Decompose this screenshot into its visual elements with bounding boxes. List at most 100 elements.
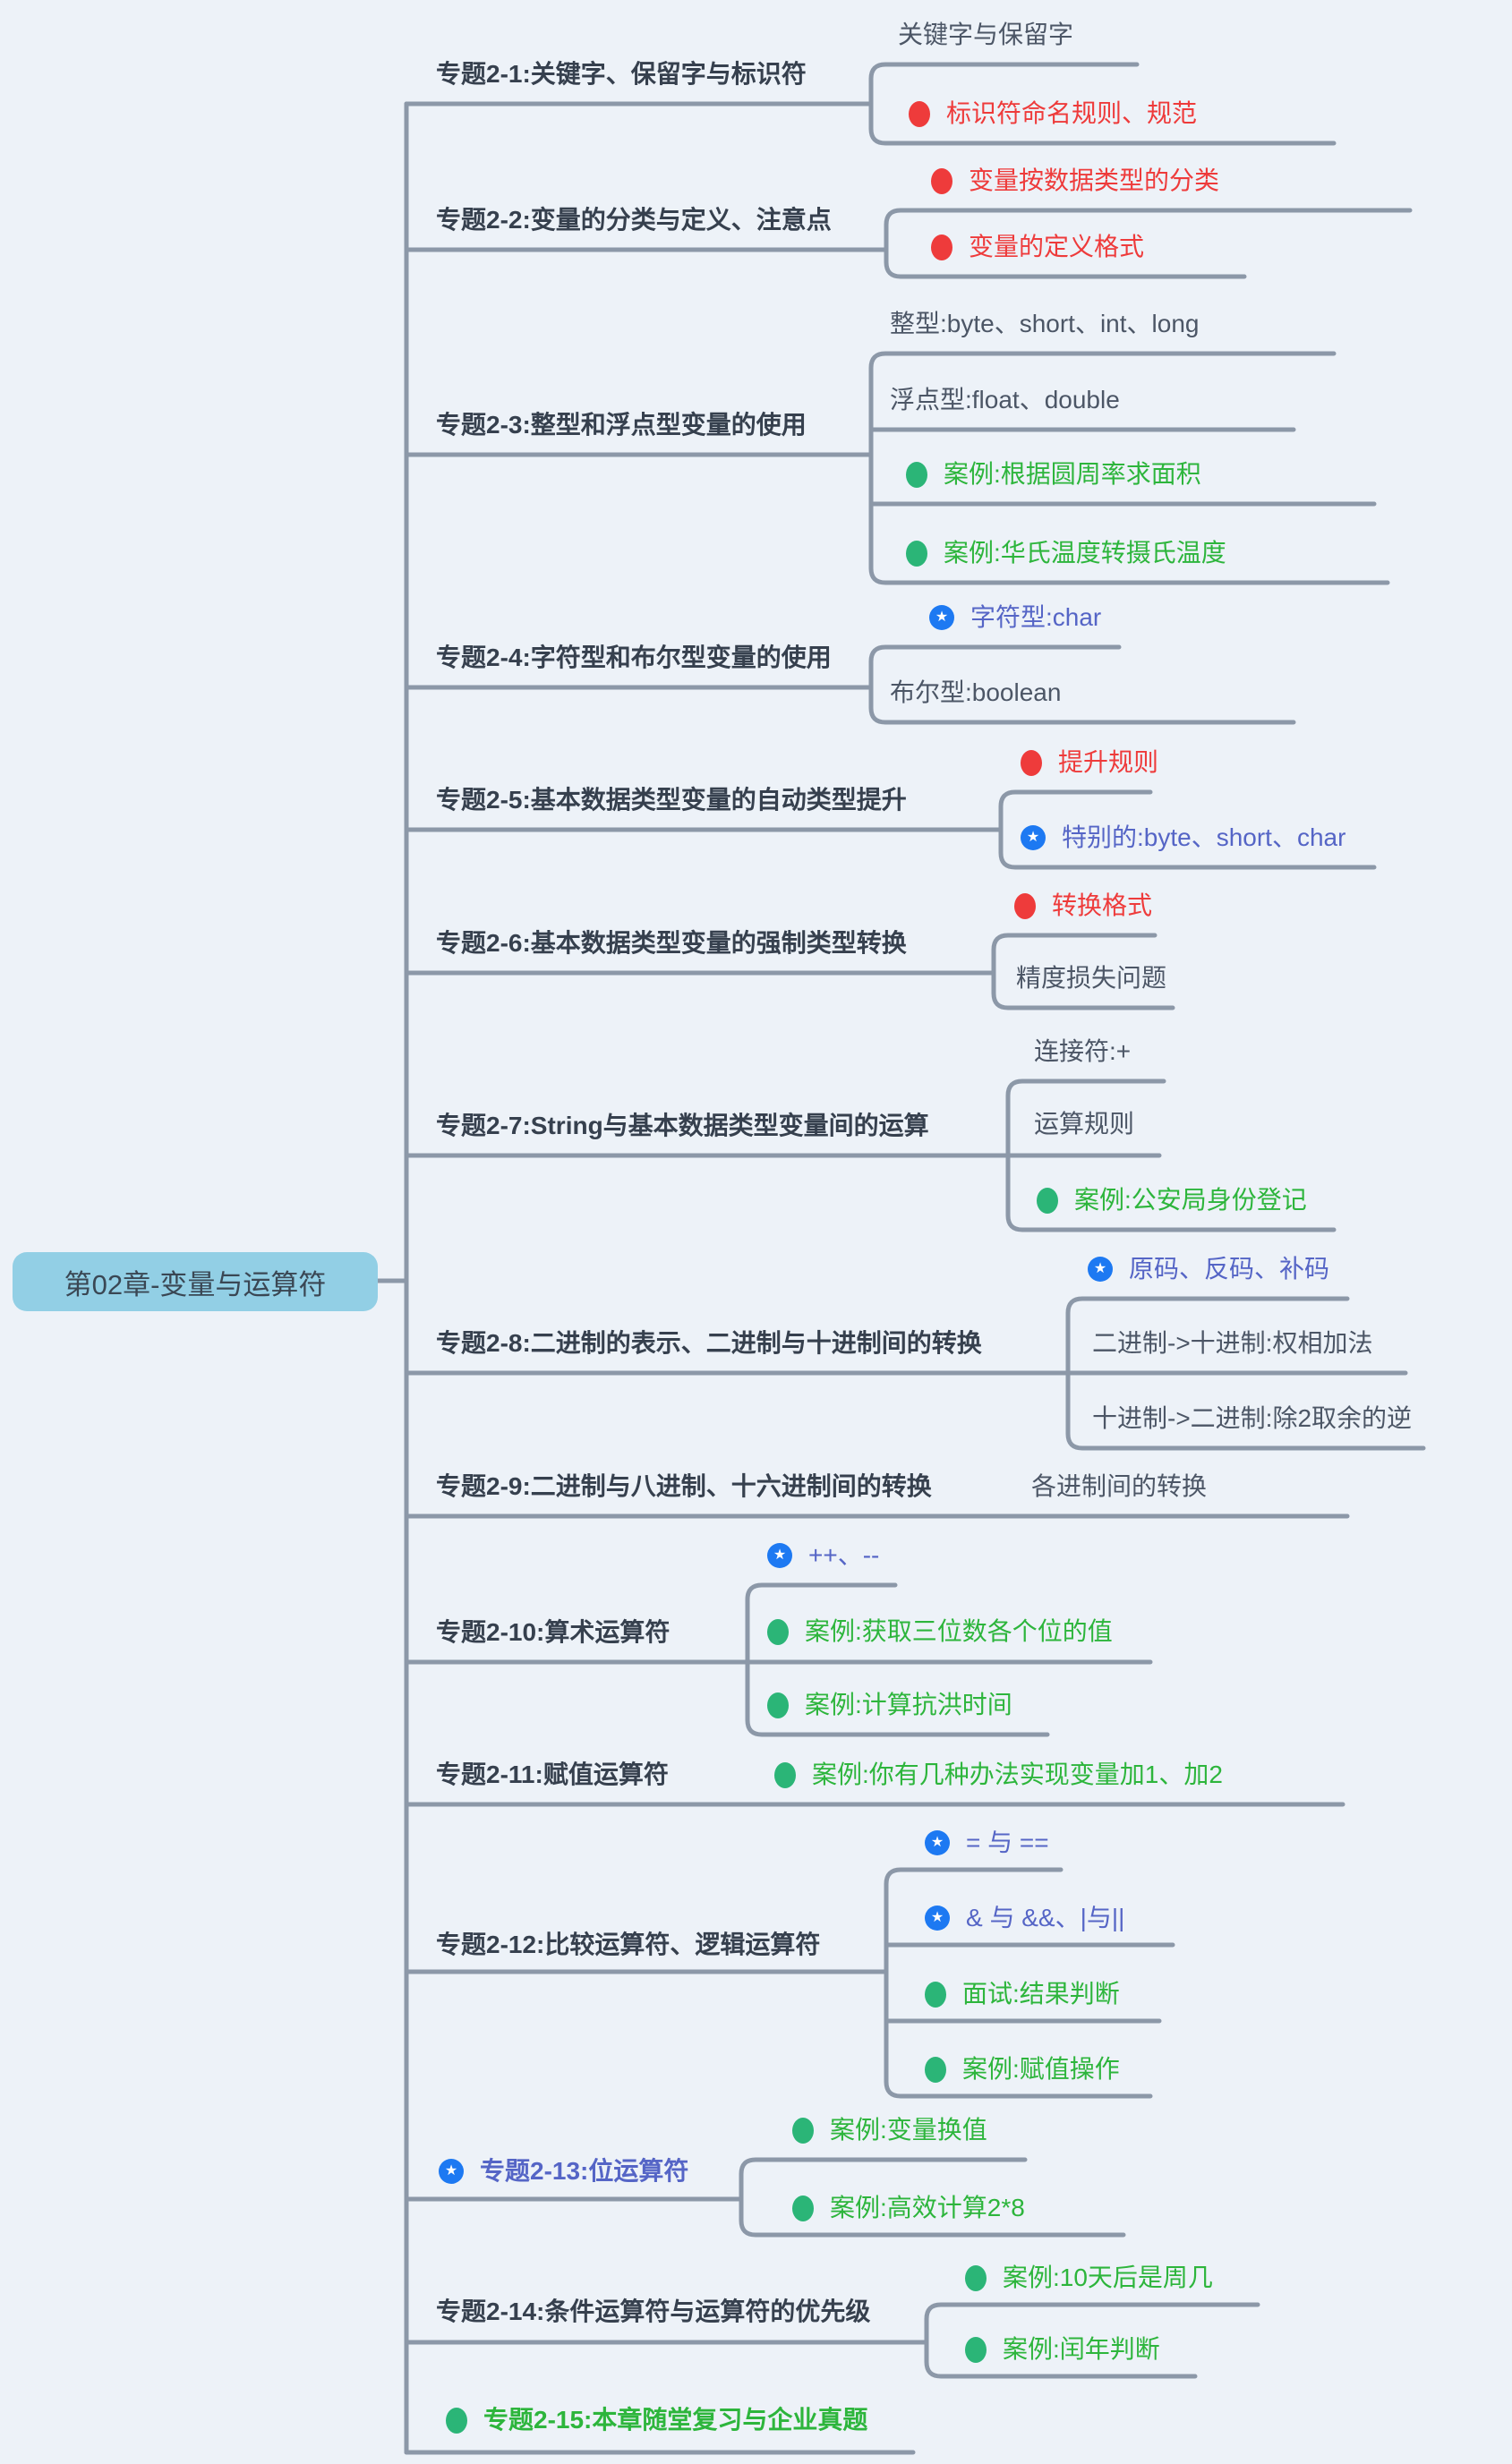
star-icon [1088,1257,1113,1282]
branch-node-2-12[interactable]: 专题2-12:比较运算符、逻辑运算符 [436,1925,820,1965]
branch-label: 专题2-14:条件运算符与运算符的优先级 [436,2298,871,2325]
child-label: 精度损失问题 [1016,964,1167,992]
green-dot-icon [965,2264,987,2291]
branch-node-2-14[interactable]: 专题2-14:条件运算符与运算符的优先级 [436,2292,870,2332]
child-node[interactable]: 整型:byte、short、int、long [890,304,1199,344]
child-label: 案例:根据圆周率求面积 [944,460,1201,488]
star-icon [925,1906,950,1931]
child-node[interactable]: 精度损失问题 [1016,959,1166,998]
green-dot-icon [906,540,927,567]
child-node[interactable]: 标识符命名规则、规范 [909,94,1197,133]
star-icon [925,1830,950,1855]
child-label: 转换格式 [1052,891,1153,919]
child-node[interactable]: = 与 == [925,1823,1049,1863]
child-node[interactable]: 浮点型:float、double [890,380,1120,420]
branch-node-2-5[interactable]: 专题2-5:基本数据类型变量的自动类型提升 [436,780,907,820]
red-dot-icon [1014,892,1036,919]
child-node[interactable]: 布尔型:boolean [890,673,1061,712]
child-label: 案例:高效计算2*8 [830,2194,1025,2221]
branch-label: 专题2-3:整型和浮点型变量的使用 [436,411,807,439]
green-dot-icon [792,2195,814,2221]
child-label: 整型:byte、short、int、long [890,310,1200,337]
child-label: 提升规则 [1058,748,1159,776]
red-dot-icon [931,234,952,260]
child-node[interactable]: 案例:赋值操作 [925,2050,1120,2089]
branch-node-2-4[interactable]: 专题2-4:字符型和布尔型变量的使用 [436,638,832,678]
child-node[interactable]: 变量按数据类型的分类 [931,161,1219,200]
branch-label: 专题2-5:基本数据类型变量的自动类型提升 [436,786,907,814]
child-node[interactable]: 连接符:+ [1034,1032,1131,1071]
child-label: 特别的:byte、short、char [1062,823,1346,851]
branch-node-2-3[interactable]: 专题2-3:整型和浮点型变量的使用 [436,405,807,445]
child-node[interactable]: 案例:公安局身份登记 [1037,1181,1307,1220]
star-icon [439,2159,464,2184]
branch-node-2-15[interactable]: 专题2-15:本章随堂复习与企业真题 [446,2400,867,2440]
child-node[interactable]: 字符型:char [929,598,1101,637]
child-label: 案例:获取三位数各个位的值 [805,1617,1113,1645]
child-label: 案例:公安局身份登记 [1074,1186,1307,1214]
child-label: 变量按数据类型的分类 [969,166,1220,194]
child-label: 各进制间的转换 [1031,1472,1208,1500]
branch-node-2-2[interactable]: 专题2-2:变量的分类与定义、注意点 [436,200,832,240]
child-label: & 与 &&、|与|| [966,1904,1125,1931]
child-node[interactable]: ++、-- [767,1536,879,1575]
branch-node-2-13[interactable]: 专题2-13:位运算符 [439,2152,688,2191]
child-node[interactable]: 变量的定义格式 [931,227,1144,267]
child-node[interactable]: 案例:华氏温度转摄氏温度 [906,533,1226,573]
child-node[interactable]: & 与 &&、|与|| [925,1898,1124,1938]
child-label: 案例:10天后是周几 [1003,2264,1213,2291]
green-dot-icon [925,1981,946,2008]
child-node[interactable]: 案例:闰年判断 [965,2330,1160,2369]
child-node[interactable]: 二进制->十进制:权相加法 [1092,1324,1372,1363]
child-node[interactable]: 案例:根据圆周率求面积 [906,455,1201,494]
child-node[interactable]: 关键字与保留字 [898,15,1073,55]
red-dot-icon [909,100,930,127]
child-label: 浮点型:float、double [890,386,1120,414]
branch-node-2-7[interactable]: 专题2-7:String与基本数据类型变量间的运算 [436,1106,929,1146]
child-label: 案例:你有几种办法实现变量加1、加2 [812,1761,1223,1788]
green-dot-icon [965,2336,987,2363]
root-label: 第02章-变量与运算符 [64,1268,327,1300]
child-label: 十进制->二进制:除2取余的逆 [1092,1404,1413,1432]
child-label: 案例:华氏温度转摄氏温度 [944,539,1226,567]
red-dot-icon [931,167,952,194]
child-node[interactable]: 案例:你有几种办法实现变量加1、加2 [774,1755,1223,1795]
child-label: 关键字与保留字 [898,21,1074,48]
green-dot-icon [774,1761,796,1788]
green-dot-icon [767,1692,789,1718]
child-node[interactable]: 提升规则 [1021,743,1158,782]
child-node[interactable]: 运算规则 [1034,1104,1134,1144]
child-node[interactable]: 转换格式 [1014,886,1152,925]
child-node[interactable]: 案例:获取三位数各个位的值 [767,1612,1113,1651]
child-label: 原码、反码、补码 [1129,1255,1330,1283]
child-label: 字符型:char [970,603,1102,631]
branch-node-2-9[interactable]: 专题2-9:二进制与八进制、十六进制间的转换 [436,1467,932,1506]
branch-label: 专题2-9:二进制与八进制、十六进制间的转换 [436,1472,932,1500]
child-node[interactable]: 案例:计算抗洪时间 [767,1685,1012,1725]
branch-node-2-8[interactable]: 专题2-8:二进制的表示、二进制与十进制间的转换 [436,1324,982,1363]
child-node[interactable]: 各进制间的转换 [1031,1467,1207,1506]
branch-label: 专题2-8:二进制的表示、二进制与十进制间的转换 [436,1329,982,1357]
child-node[interactable]: 十进制->二进制:除2取余的逆 [1092,1399,1412,1438]
child-node[interactable]: 面试:结果判断 [925,1974,1120,2014]
child-label: 面试:结果判断 [962,1980,1120,2008]
child-node[interactable]: 案例:10天后是周几 [965,2258,1213,2298]
branch-node-2-1[interactable]: 专题2-1:关键字、保留字与标识符 [436,55,807,94]
child-node[interactable]: 案例:高效计算2*8 [792,2188,1025,2228]
child-node[interactable]: 特别的:byte、short、char [1021,818,1345,857]
child-label: 运算规则 [1034,1110,1135,1138]
branch-node-2-10[interactable]: 专题2-10:算术运算符 [436,1613,670,1652]
child-label: 案例:闰年判断 [1003,2335,1160,2363]
star-icon [1021,825,1046,850]
root-node[interactable]: 第02章-变量与运算符 [13,1252,378,1311]
red-dot-icon [1021,749,1042,776]
child-label: 案例:变量换值 [830,2116,987,2144]
branch-node-2-6[interactable]: 专题2-6:基本数据类型变量的强制类型转换 [436,924,907,963]
child-node[interactable]: 案例:变量换值 [792,2110,987,2150]
green-dot-icon [925,2056,946,2083]
star-icon [929,605,954,630]
child-node[interactable]: 原码、反码、补码 [1088,1249,1329,1289]
branch-node-2-11[interactable]: 专题2-11:赋值运算符 [436,1755,669,1795]
